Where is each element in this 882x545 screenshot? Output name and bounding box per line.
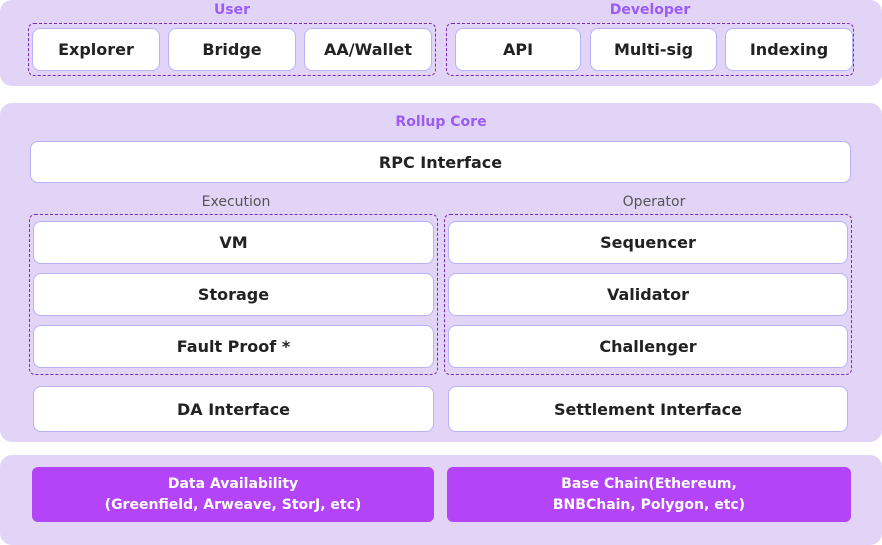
bridge-box: Bridge: [168, 28, 296, 71]
operator-label: Operator: [622, 194, 686, 210]
multi-sig-box: Multi-sig: [590, 28, 717, 71]
user-group: [28, 23, 436, 76]
api-box: API: [455, 28, 581, 71]
indexing-box: Indexing: [725, 28, 853, 71]
fault-proof-box: Fault Proof *: [33, 325, 434, 368]
rollup-core-title: Rollup Core: [395, 114, 487, 130]
sequencer-box: Sequencer: [448, 221, 848, 264]
explorer-box: Explorer: [32, 28, 160, 71]
execution-group: [29, 214, 438, 375]
operator-group: [444, 214, 852, 375]
developer-label: Developer: [609, 2, 691, 18]
developer-group: [446, 23, 854, 76]
storage-box: Storage: [33, 273, 434, 316]
da-interface-box: DA Interface: [33, 386, 434, 432]
user-label: User: [213, 2, 251, 18]
base-chain-box: Base Chain(Ethereum, BNBChain, Polygon, …: [447, 467, 851, 522]
vm-box: VM: [33, 221, 434, 264]
rpc-interface-box: RPC Interface: [30, 141, 851, 183]
aa-wallet-box: AA/Wallet: [304, 28, 432, 71]
challenger-box: Challenger: [448, 325, 848, 368]
execution-label: Execution: [201, 194, 271, 210]
validator-box: Validator: [448, 273, 848, 316]
settlement-interface-box: Settlement Interface: [448, 386, 848, 432]
data-availability-box: Data Availability (Greenfield, Arweave, …: [32, 467, 434, 522]
